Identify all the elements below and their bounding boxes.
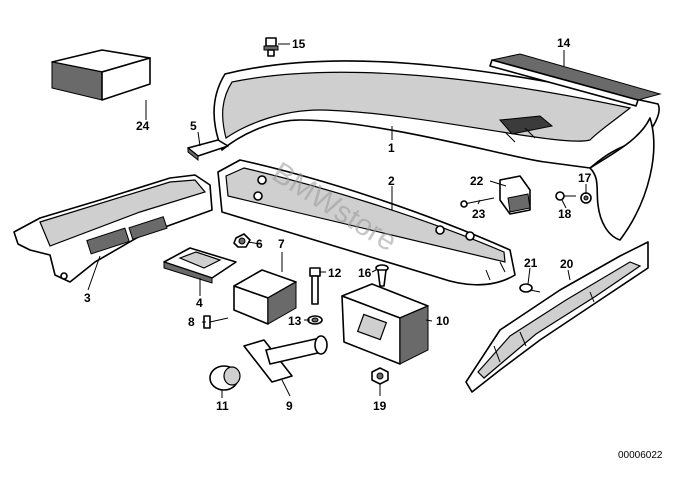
callout-1: 1 bbox=[388, 141, 395, 155]
leader-lines bbox=[87, 43, 587, 398]
part-23-screw bbox=[460, 197, 495, 208]
callout-24: 24 bbox=[136, 119, 150, 133]
diagram-code: 00006022 bbox=[618, 450, 663, 461]
part-19-nut bbox=[371, 367, 389, 385]
callout-3: 3 bbox=[84, 291, 91, 305]
part-10-mount bbox=[341, 283, 429, 365]
part-4-plate bbox=[163, 247, 237, 284]
callout-12: 12 bbox=[328, 266, 342, 280]
part-7-bracket-block bbox=[233, 269, 297, 325]
part-3-side-bracket bbox=[13, 174, 213, 283]
part-17-clip bbox=[580, 192, 592, 204]
callout-labels: 1 2 3 4 5 6 7 8 9 10 11 12 13 14 15 16 1… bbox=[84, 36, 592, 413]
callout-23: 23 bbox=[472, 207, 486, 221]
callout-18: 18 bbox=[558, 207, 572, 221]
callout-21: 21 bbox=[524, 256, 538, 270]
part-16-bolt bbox=[375, 264, 389, 287]
part-9-absorber bbox=[243, 335, 328, 383]
part-15-clip bbox=[263, 37, 279, 57]
callout-16: 16 bbox=[358, 266, 372, 280]
part-24-box bbox=[51, 49, 151, 101]
part-21-bolt bbox=[519, 283, 541, 293]
callout-22: 22 bbox=[470, 174, 484, 188]
part-6-nut bbox=[233, 233, 251, 248]
callout-11: 11 bbox=[216, 399, 229, 413]
callout-15: 15 bbox=[292, 37, 306, 51]
callout-10: 10 bbox=[436, 314, 450, 328]
part-12-bolt bbox=[309, 267, 321, 305]
callout-20: 20 bbox=[560, 257, 574, 271]
callout-9: 9 bbox=[286, 399, 293, 413]
callout-17: 17 bbox=[578, 171, 592, 185]
callout-14: 14 bbox=[557, 36, 571, 50]
part-20-side-trim bbox=[465, 241, 649, 393]
part-14-strip bbox=[489, 53, 662, 107]
callout-13: 13 bbox=[288, 314, 302, 328]
part-18-screw bbox=[555, 191, 576, 201]
part-1-bumper-cover bbox=[213, 60, 660, 241]
part-2-carrier bbox=[217, 159, 516, 286]
part-22-retainer bbox=[499, 175, 531, 215]
callout-19: 19 bbox=[373, 399, 387, 413]
part-8-bolt bbox=[203, 315, 229, 329]
part-13-washer bbox=[307, 315, 323, 325]
callout-7: 7 bbox=[278, 237, 285, 251]
callout-6: 6 bbox=[256, 237, 263, 251]
callout-2: 2 bbox=[388, 174, 395, 188]
callout-5: 5 bbox=[190, 119, 197, 133]
callout-4: 4 bbox=[196, 296, 203, 310]
part-11-cap bbox=[209, 365, 241, 391]
callout-8: 8 bbox=[188, 315, 195, 329]
part-5-bracket bbox=[187, 139, 229, 162]
